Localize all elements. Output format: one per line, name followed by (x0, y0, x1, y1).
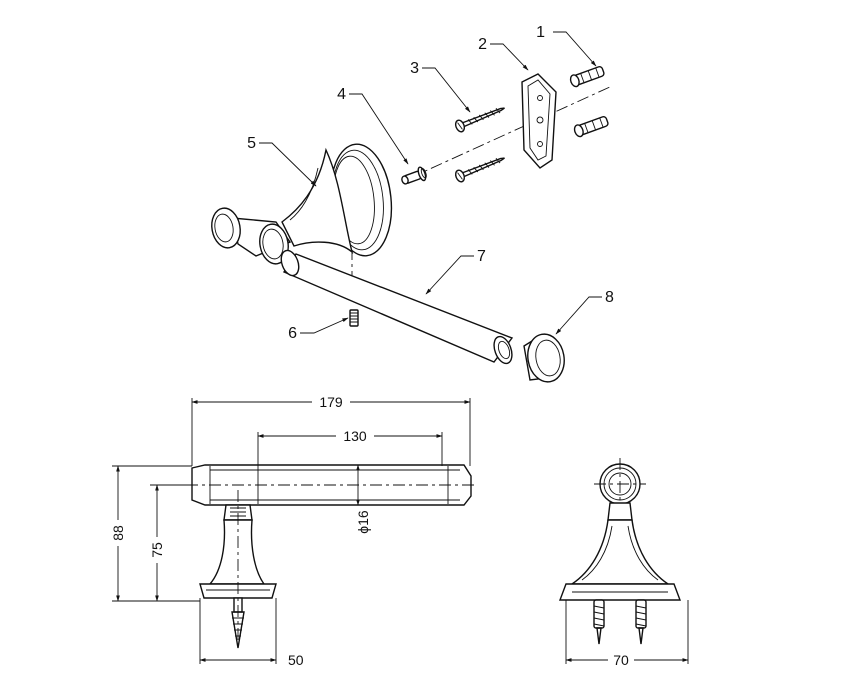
callout-7: 7 (477, 248, 486, 265)
dimension-130: 130 (343, 428, 367, 444)
dimension-70: 70 (613, 652, 629, 668)
callout-4: 4 (337, 86, 346, 103)
bracket-part (211, 143, 393, 265)
threaded-stud-part (401, 166, 427, 185)
callout-5: 5 (247, 135, 256, 152)
callout-2: 2 (478, 36, 487, 53)
callout-8: 8 (605, 289, 614, 306)
dimension-50: 50 (288, 652, 304, 668)
callout-3: 3 (410, 60, 419, 77)
screw-part (454, 107, 505, 183)
exploded-view: 1 2 3 4 5 6 7 8 (211, 24, 614, 383)
dimension-phi16: ϕ16 (355, 510, 371, 534)
dimension-88: 88 (110, 525, 126, 541)
mounting-plate-part (521, 73, 557, 169)
callout-6: 6 (288, 325, 297, 342)
set-screw-part (349, 309, 359, 327)
callout-1: 1 (536, 24, 545, 41)
front-elevation-view: 70 (558, 458, 689, 668)
end-cap-part (523, 333, 565, 383)
rod-part (280, 249, 514, 365)
dimension-179: 179 (319, 394, 343, 410)
wall-anchor-part (569, 65, 609, 138)
side-elevation-view: 179 130 ϕ16 88 75 50 (110, 393, 478, 668)
dimension-75: 75 (149, 542, 165, 558)
